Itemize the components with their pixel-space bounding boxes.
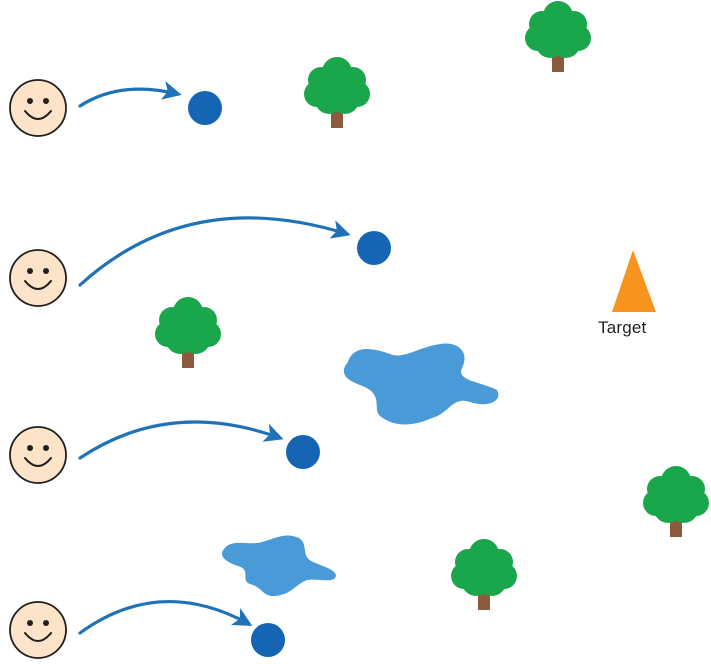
tree-foliage — [540, 12, 576, 48]
left-eye — [27, 268, 33, 274]
smiley-face-icon — [9, 426, 67, 484]
tree-foliage — [170, 308, 206, 344]
tree-icon — [155, 297, 221, 368]
smile — [24, 280, 52, 290]
target-layer — [612, 250, 656, 312]
ball-icon — [188, 91, 222, 125]
left-eye — [27, 620, 33, 626]
smile — [24, 632, 52, 642]
tree-foliage — [658, 477, 694, 513]
tree-foliage — [466, 550, 502, 586]
tree-icon — [525, 1, 591, 72]
throw-arrow — [78, 216, 351, 287]
face-outline — [9, 79, 67, 137]
puddle-icon — [343, 343, 499, 425]
right-eye — [43, 445, 49, 451]
smiley-face-icon — [9, 601, 67, 659]
tree-icon — [451, 539, 517, 610]
face-outline — [9, 249, 67, 307]
smile — [24, 457, 52, 467]
balls-layer — [188, 91, 391, 657]
face-outline — [9, 426, 67, 484]
tree-foliage — [319, 68, 355, 104]
left-eye — [27, 445, 33, 451]
left-eye — [27, 98, 33, 104]
puddles-layer — [221, 343, 499, 597]
smiley-face-icon — [9, 79, 67, 137]
target-label: Target — [598, 318, 647, 337]
right-eye — [43, 620, 49, 626]
throw-arrow — [78, 81, 182, 108]
throw-arrow — [78, 420, 284, 460]
trees-layer — [155, 1, 709, 610]
ball-icon — [251, 623, 285, 657]
tree-icon — [304, 57, 370, 128]
smiley-face-icon — [9, 249, 67, 307]
throw-arrow — [78, 600, 253, 635]
cone-icon — [612, 250, 656, 312]
ball-icon — [357, 231, 391, 265]
right-eye — [43, 268, 49, 274]
tree-icon — [643, 466, 709, 537]
arrows-layer — [78, 81, 351, 635]
smile — [24, 110, 52, 120]
puddle-icon — [221, 535, 336, 597]
people-layer — [9, 79, 67, 659]
right-eye — [43, 98, 49, 104]
face-outline — [9, 601, 67, 659]
ball-icon — [286, 435, 320, 469]
